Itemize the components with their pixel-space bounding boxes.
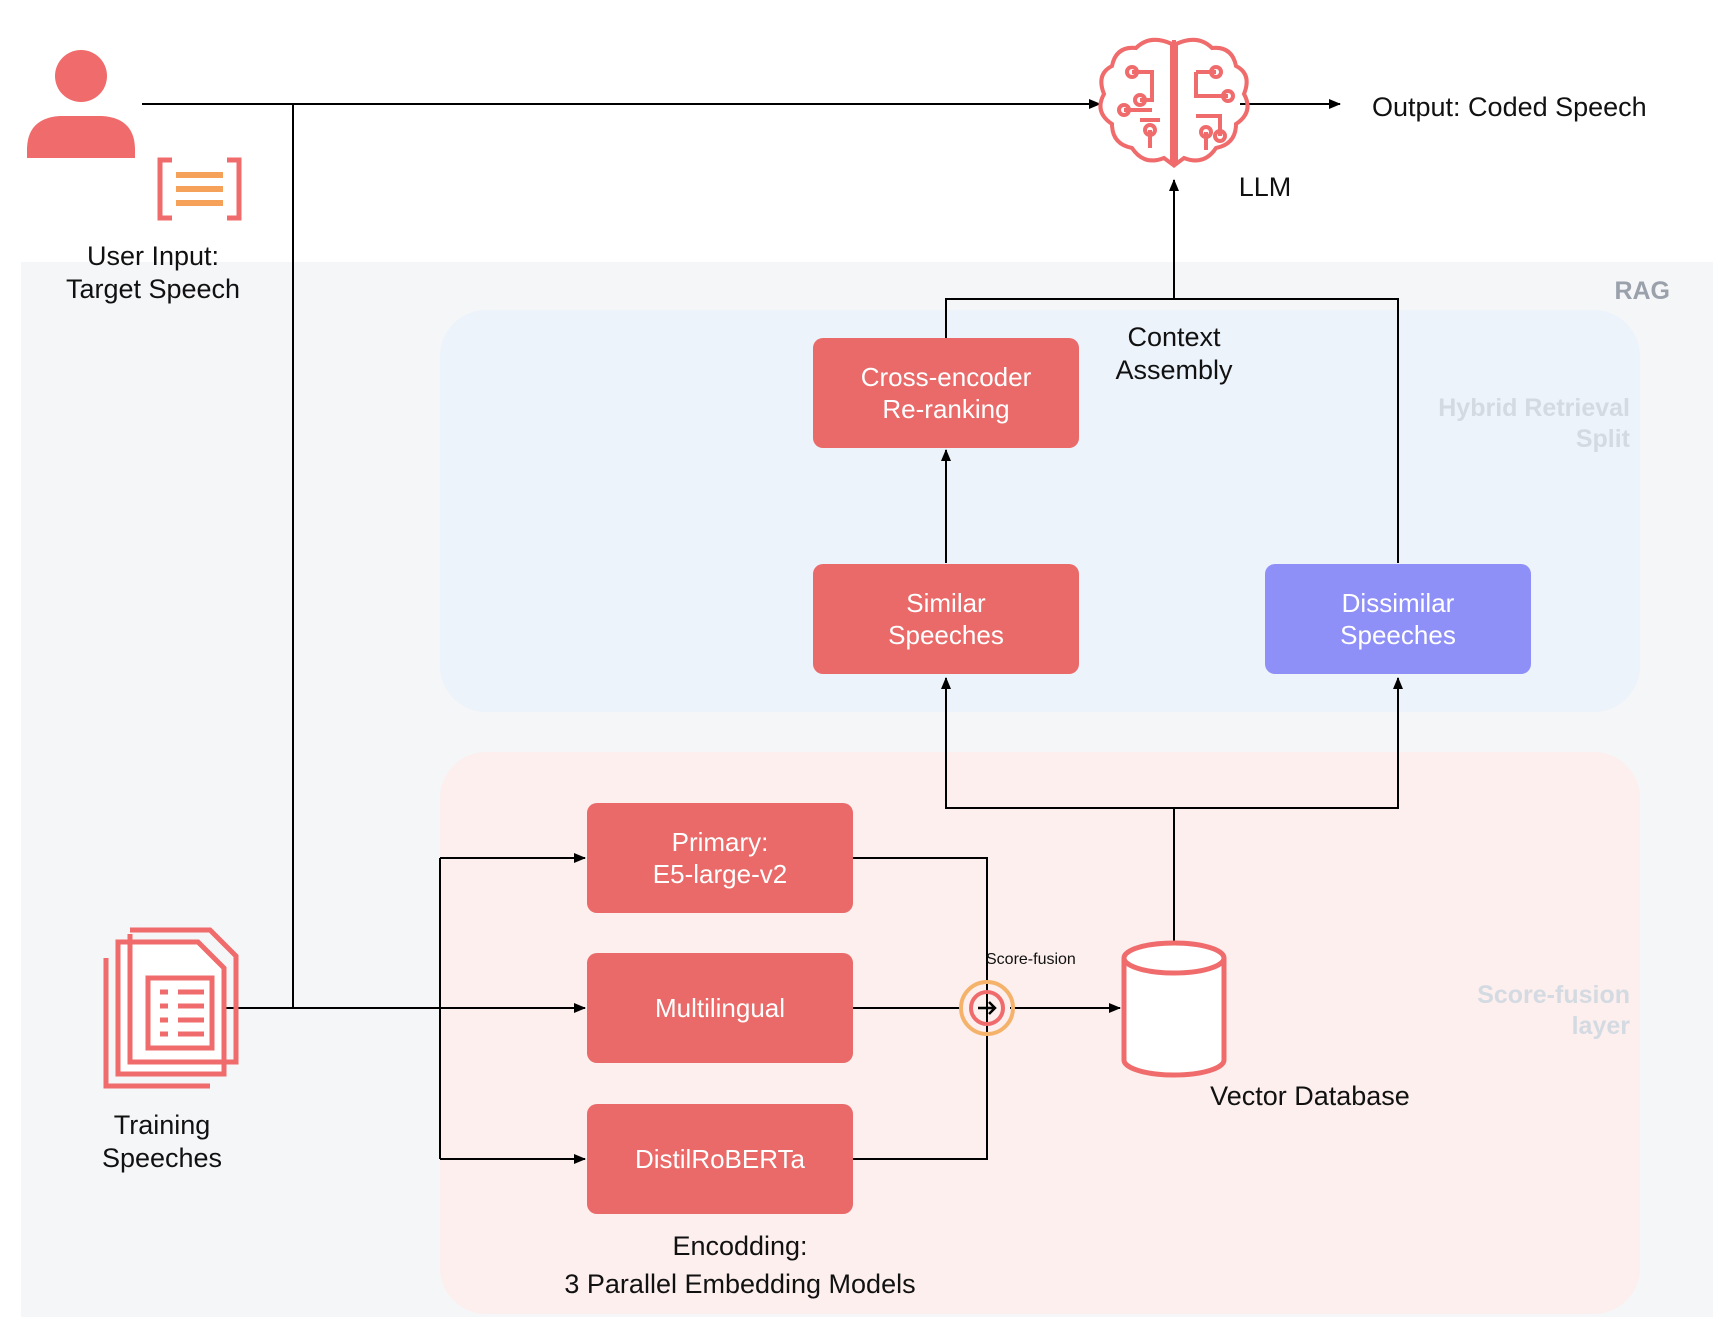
arrow-to-dissimilar: [1174, 677, 1403, 809]
vector-database-label: Vector Database: [1210, 1081, 1410, 1111]
encoding-label: Encodding: 3 Parallel Embedding Models: [564, 1231, 916, 1299]
user-icon: [27, 50, 135, 158]
connector-crossencoder-to-context: [945, 298, 1174, 338]
similar-speeches-box: Similar Speeches: [813, 564, 1079, 674]
score-fusion-label: Score-fusion: [986, 951, 1076, 968]
multilingual-encoder-box: Multilingual: [587, 953, 853, 1063]
connector-dissimilar-to-context: [1174, 298, 1399, 563]
dissimilar-speeches-box: Dissimilar Speeches: [1265, 564, 1531, 674]
hybrid-retrieval-label: Hybrid Retrieval Split: [1438, 394, 1630, 453]
target-fusion-icon: [959, 980, 1015, 1036]
database-cylinder-icon: [1121, 940, 1227, 1078]
output-label: Output: Coded Speech: [1372, 92, 1647, 122]
training-speeches-label: Training Speeches: [101, 1110, 223, 1173]
llm-label: LLM: [1238, 172, 1292, 202]
score-fusion-layer-label: Score-fusion layer: [1477, 981, 1630, 1040]
document-stack-icon: [103, 927, 239, 1089]
rag-label: RAG: [1614, 277, 1670, 305]
context-assembly-label: Context Assembly: [1115, 322, 1233, 385]
primary-encoder-box: Primary: E5-large-v2: [587, 803, 853, 913]
distilroberta-encoder-box: DistilRoBERTa: [587, 1104, 853, 1214]
user-input-label: User Input: Target Speech: [65, 241, 241, 304]
connector-user-trunk: [292, 104, 440, 1009]
document-bracket-icon: [157, 157, 242, 221]
cross-encoder-reranking-box: Cross-encoder Re-ranking: [813, 338, 1079, 448]
brain-circuit-icon: [1098, 37, 1250, 168]
arrow-to-similar: [941, 677, 1174, 809]
